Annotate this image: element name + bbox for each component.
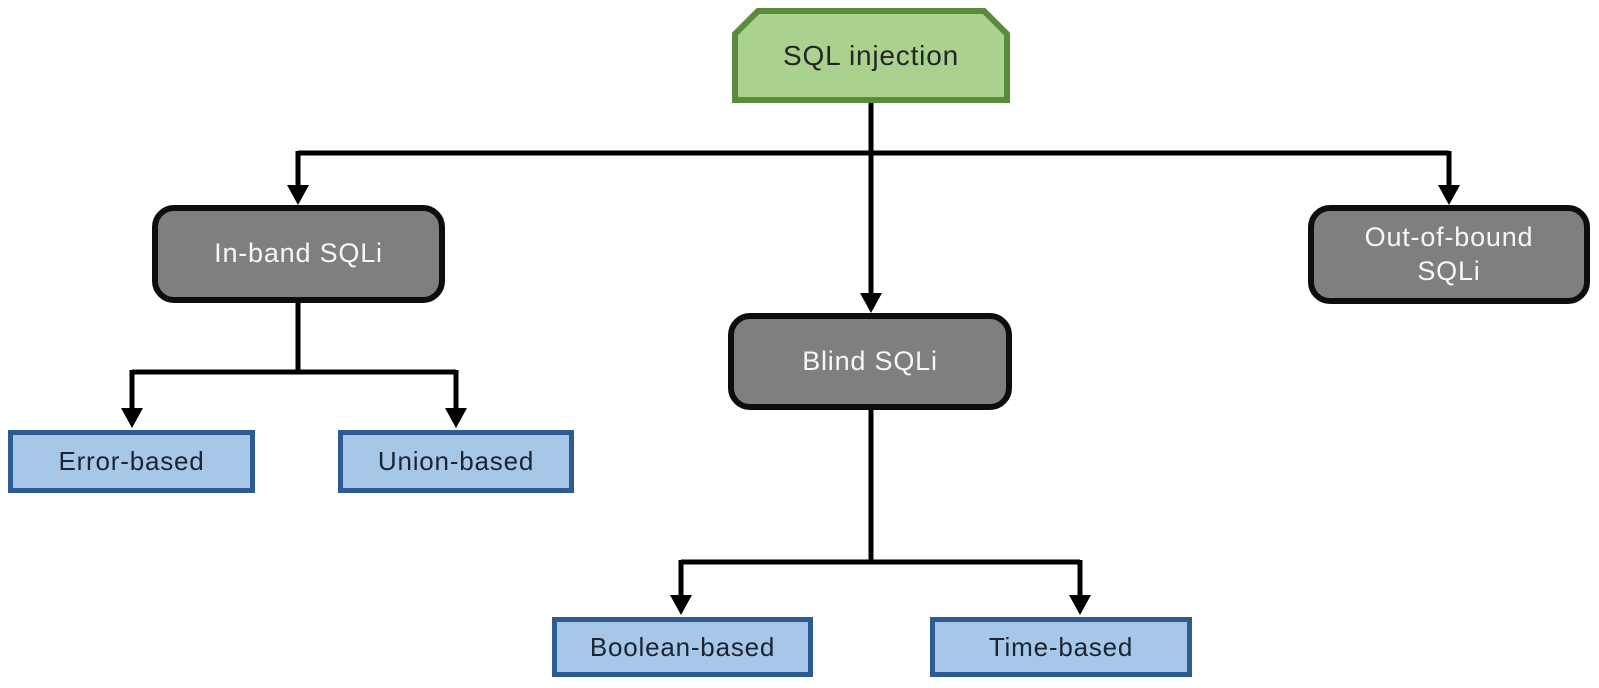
node-time-based: Time-based [930, 617, 1192, 677]
node-out-of-bound-sqli: Out-of-bound SQLi [1308, 205, 1590, 304]
node-boolean-based: Boolean-based [552, 617, 813, 677]
node-union-based: Union-based [338, 430, 574, 493]
node-blind-sqli: Blind SQLi [728, 313, 1012, 410]
node-label: SQL injection [783, 40, 959, 71]
snip-corner-shape [732, 8, 1010, 103]
node-label: Union-based [377, 446, 535, 477]
arrowhead-inband [287, 185, 309, 205]
arrowhead-boolean [670, 595, 692, 615]
node-label: Boolean-based [589, 631, 776, 662]
node-label: In-band SQLi [214, 238, 383, 269]
node-label: Error-based [58, 446, 205, 477]
arrowhead-time [1069, 595, 1091, 615]
arrowhead-outof [1438, 185, 1460, 205]
node-label: Time-based [988, 631, 1134, 662]
arrowhead-blind [860, 293, 882, 313]
arrowhead-union [445, 408, 467, 428]
arrowhead-error [121, 408, 143, 428]
node-error-based: Error-based [8, 430, 255, 493]
node-label: Blind SQLi [802, 345, 938, 376]
node-in-band-sqli: In-band SQLi [152, 205, 445, 303]
node-label: Out-of-bound SQLi [1364, 221, 1534, 286]
node-sql-injection: SQL injection [732, 8, 1010, 103]
